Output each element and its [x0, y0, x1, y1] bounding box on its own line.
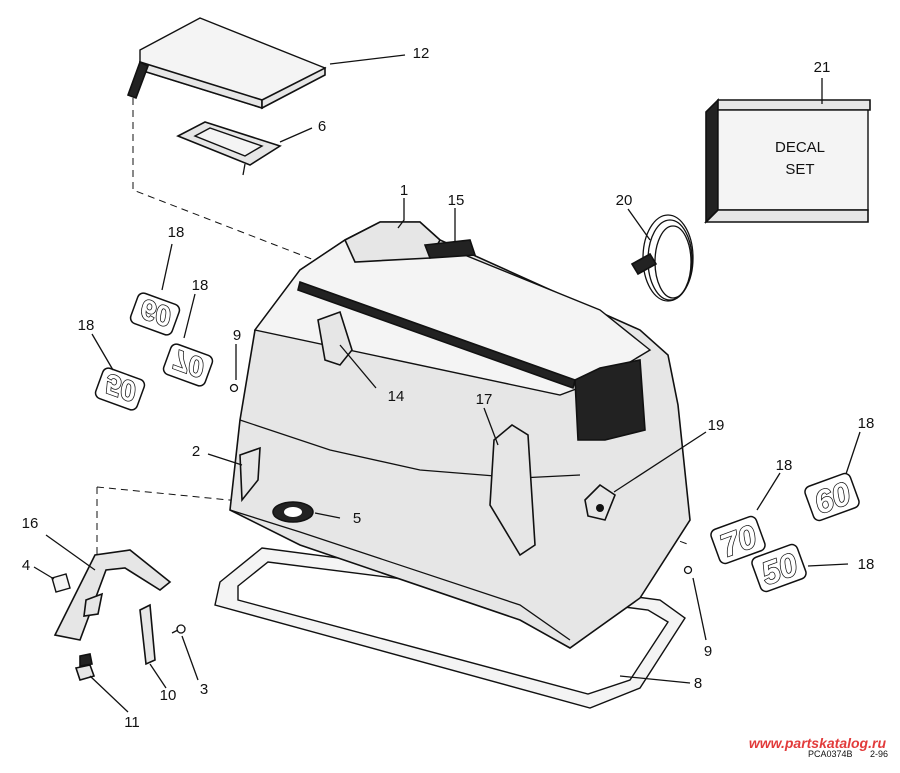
part-6-plate [176, 121, 282, 176]
callout-6: 6 [318, 118, 326, 135]
callout-9-upper: 9 [233, 327, 241, 344]
part-10-clip [139, 603, 156, 666]
callout-9-lower: 9 [704, 643, 712, 660]
part-17-side-bracket [489, 424, 536, 557]
leader-lines [33, 54, 861, 713]
callout-numbers: 1 15 12 6 21 20 14 17 19 2 5 9 9 8 16 4 … [22, 45, 875, 731]
part-14-latch-plate [317, 310, 353, 366]
callout-3: 3 [200, 681, 208, 698]
callout-18-d: 18 [776, 457, 793, 474]
callout-21: 21 [814, 59, 831, 76]
callout-18-f: 18 [858, 556, 875, 573]
callout-16: 16 [22, 515, 39, 532]
part-9-screw [683, 565, 693, 575]
watermark-url: www.partskatalog.ru [749, 735, 887, 751]
part-2-side-tab [239, 446, 261, 503]
part-20-cable-coil [630, 214, 694, 302]
callout-4: 4 [22, 557, 30, 574]
decal-box-line1: DECAL [775, 139, 825, 156]
callout-1: 1 [400, 182, 408, 199]
callout-15: 15 [448, 192, 465, 209]
callout-19: 19 [708, 417, 725, 434]
part-9-screw [229, 383, 239, 393]
callout-18-c: 18 [78, 317, 95, 334]
part-12-cover-cap [126, 17, 327, 110]
callout-18-a: 18 [168, 224, 185, 241]
callout-18-b: 18 [192, 277, 209, 294]
callout-18-e: 18 [858, 415, 875, 432]
callout-5: 5 [353, 510, 361, 527]
callout-12: 12 [413, 45, 430, 62]
callout-10: 10 [160, 687, 177, 704]
part-16-mount-bracket [53, 549, 172, 641]
callout-17: 17 [476, 391, 493, 408]
drawing-code: PCA0374B [808, 749, 853, 759]
alignment-line [132, 98, 341, 271]
callout-14: 14 [388, 388, 405, 405]
part-5-emblem [272, 501, 314, 523]
callout-20: 20 [616, 192, 633, 209]
badge-60: 60 [804, 472, 860, 522]
badge-50-mirrored: 50 [94, 367, 146, 411]
callout-2: 2 [192, 443, 200, 460]
decal-box-line2: SET [785, 161, 814, 178]
callout-8: 8 [694, 675, 702, 692]
drawing-date: 2-96 [870, 749, 888, 759]
part-4-nut [51, 573, 71, 593]
callout-11: 11 [124, 714, 140, 731]
badge-70-mirrored: 70 [162, 343, 214, 387]
part-19-latch-knob [584, 483, 616, 521]
badge-60-mirrored: 60 [129, 292, 181, 336]
part-11-plug [74, 653, 96, 681]
part-3-bolt [171, 624, 186, 634]
part-21-decal-set-box: DECAL SET [704, 98, 871, 224]
